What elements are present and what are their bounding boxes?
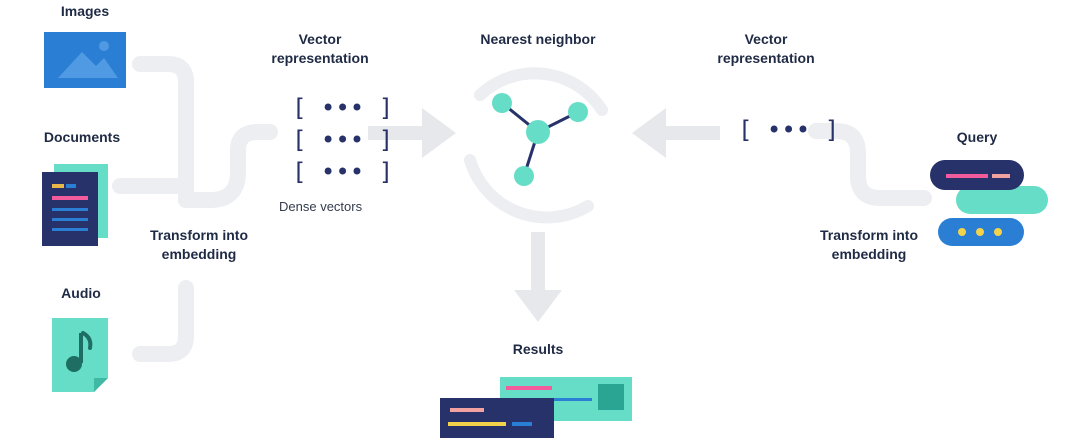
- audio-label: Audio: [61, 285, 101, 301]
- right-vector-title-2: representation: [717, 50, 815, 66]
- right-vector-title-1: Vector: [744, 31, 788, 47]
- left-flow-connector: [112, 56, 278, 362]
- images-label: Images: [60, 3, 110, 19]
- right-embedding-label-2: embedding: [831, 246, 907, 262]
- left-vector-row-3: [ ••• ]: [292, 158, 394, 186]
- result-cards-icon: [440, 377, 632, 438]
- right-embedding-label-1: Transform into: [819, 227, 918, 243]
- results-label: Results: [512, 341, 564, 357]
- left-vector-row-2: [ ••• ]: [292, 126, 394, 154]
- dense-vectors-caption: Dense vectors: [279, 199, 363, 214]
- left-embedding-label-1: Transform into: [149, 227, 248, 243]
- right-arrow: [632, 108, 720, 158]
- right-vector-row: [ ••• ]: [738, 116, 840, 144]
- right-flow-connector: [808, 123, 932, 206]
- left-vector-row-1: [ ••• ]: [292, 94, 394, 122]
- image-icon: [44, 32, 126, 88]
- network-graph-icon: [464, 67, 608, 224]
- left-embedding-label-2: embedding: [161, 246, 237, 262]
- audio-file-icon: [52, 318, 108, 392]
- query-bubbles-icon: [930, 160, 1048, 246]
- down-arrow: [514, 232, 562, 322]
- query-label: Query: [956, 129, 998, 145]
- left-arrow: [368, 108, 456, 158]
- document-icon: [42, 164, 108, 246]
- documents-label: Documents: [43, 129, 121, 145]
- nearest-neighbor-title: Nearest neighbor: [480, 31, 596, 47]
- left-vector-title-2: representation: [271, 50, 369, 66]
- left-vector-title-1: Vector: [298, 31, 342, 47]
